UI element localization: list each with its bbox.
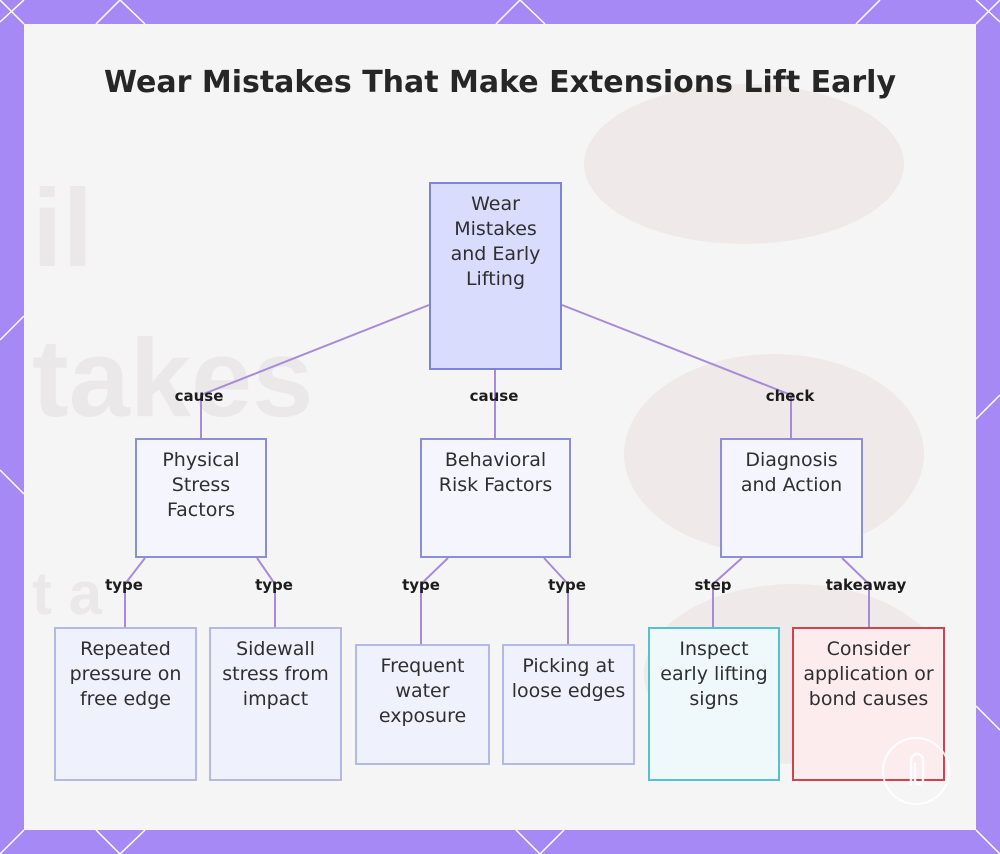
node-inspect-signs: Inspect early lifting signs xyxy=(648,627,780,781)
edge-root-physical xyxy=(200,304,430,438)
node-diagnosis-action: Diagnosis and Action xyxy=(720,438,863,558)
node-sidewall-stress: Sidewall stress from impact xyxy=(209,627,342,781)
edge-behavioral-picking xyxy=(543,557,569,644)
edge-physical-repeated xyxy=(124,557,146,627)
edge-diagnosis-inspect xyxy=(712,557,743,627)
node-picking-edges: Picking at loose edges xyxy=(502,644,635,765)
node-behavioral-risk: Behavioral Risk Factors xyxy=(420,438,571,558)
edge-label-behavioral-water: type xyxy=(402,576,440,594)
edge-behavioral-water xyxy=(420,557,449,644)
node-root: Wear Mistakes and Early Lifting xyxy=(429,182,562,370)
edge-physical-sidewall xyxy=(256,557,276,627)
node-frequent-water: Frequent water exposure xyxy=(355,644,490,765)
edge-label-behavioral-picking: type xyxy=(548,576,586,594)
edge-label-physical-sidewall: type xyxy=(255,576,293,594)
edge-label-diagnosis-consider: takeaway xyxy=(825,576,907,594)
diagram-title: Wear Mistakes That Make Extensions Lift … xyxy=(103,65,896,100)
edge-root-diagnosis xyxy=(561,304,792,438)
edge-label-diagnosis-inspect: step xyxy=(694,576,732,594)
edge-label-root-physical: cause xyxy=(174,387,224,405)
edge-label-physical-repeated: type xyxy=(105,576,143,594)
edge-diagnosis-consider xyxy=(841,557,870,627)
paperclip-logo-icon xyxy=(882,737,950,805)
edge-label-root-diagnosis: check xyxy=(765,387,815,405)
node-physical-stress: Physical Stress Factors xyxy=(135,438,267,558)
edge-label-root-behavioral: cause xyxy=(469,387,519,405)
node-repeated-pressure: Repeated pressure on free edge xyxy=(54,627,197,781)
